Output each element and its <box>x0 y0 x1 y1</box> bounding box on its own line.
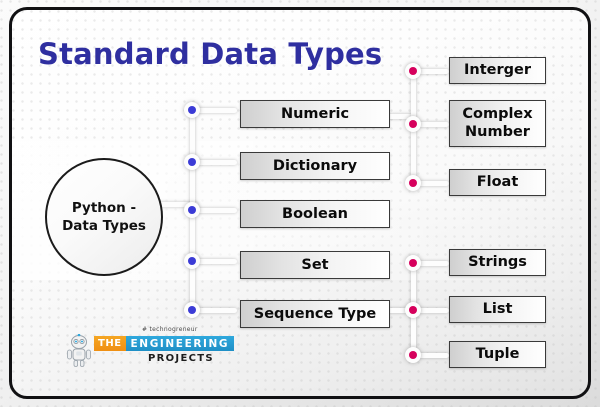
node-box-dictionary[interactable]: Dictionary <box>240 152 390 180</box>
node-dot-interger[interactable] <box>405 63 421 79</box>
connector-stub-sequence <box>193 308 237 313</box>
node-dot-float[interactable] <box>405 175 421 191</box>
node-box-tuple[interactable]: Tuple <box>449 341 546 368</box>
connector-stub-numeric <box>193 108 237 113</box>
node-dot-numeric[interactable] <box>184 102 200 118</box>
connector-root-to-spine <box>150 202 198 207</box>
connector-stub-interger <box>414 69 449 74</box>
robot-mascot-icon <box>67 334 91 367</box>
node-box-set[interactable]: Set <box>240 251 390 279</box>
node-box-complex-number-label: Complex Number <box>462 106 532 140</box>
logo-engineering-badge: ENGINEERING <box>125 336 235 351</box>
connector-stub-boolean <box>193 208 237 213</box>
logo-projects-text: PROJECTS <box>148 353 214 364</box>
connector-stub-complex <box>414 122 449 127</box>
connector-stub-list <box>414 308 449 313</box>
complex-number-line2: Number <box>465 123 530 140</box>
node-box-interger[interactable]: Interger <box>449 57 546 84</box>
node-box-complex-number[interactable]: Complex Number <box>449 100 546 147</box>
root-node-label: Python - Data Types <box>62 199 146 235</box>
slide-frame: Standard Data Types Python - Data Types <box>9 7 591 399</box>
node-box-boolean[interactable]: Boolean <box>240 200 390 228</box>
node-box-numeric[interactable]: Numeric <box>240 100 390 128</box>
connector-stub-set <box>193 259 237 264</box>
logo-tagline: # technogreneur <box>142 326 198 333</box>
node-dot-tuple[interactable] <box>405 347 421 363</box>
logo-the-badge: THE <box>94 336 126 351</box>
logo-wordmark: THE ENGINEERING <box>94 336 235 351</box>
node-dot-dictionary[interactable] <box>184 154 200 170</box>
node-dot-boolean[interactable] <box>184 202 200 218</box>
node-dot-complex-number[interactable] <box>405 116 421 132</box>
connector-stub-tuple <box>414 353 449 358</box>
node-dot-strings[interactable] <box>405 255 421 271</box>
root-node-python-data-types[interactable]: Python - Data Types <box>45 158 163 276</box>
node-dot-set[interactable] <box>184 253 200 269</box>
node-dot-sequence[interactable] <box>184 302 200 318</box>
connector-numeric-to-right-spine <box>386 114 414 119</box>
connector-stub-float <box>414 181 449 186</box>
connector-stub-dictionary <box>193 160 237 165</box>
node-box-sequence-type[interactable]: Sequence Type <box>240 300 390 328</box>
root-node-label-line2: Data Types <box>62 218 146 234</box>
connector-stub-strings <box>414 261 449 266</box>
root-node-label-line1: Python - <box>71 199 137 216</box>
connector-sequence-to-right-spine <box>386 308 414 313</box>
complex-number-line1: Complex <box>462 106 533 123</box>
node-dot-list[interactable] <box>405 302 421 318</box>
page-title: Standard Data Types <box>38 37 383 71</box>
node-box-float[interactable]: Float <box>449 169 546 196</box>
node-box-list[interactable]: List <box>449 296 546 323</box>
node-box-strings[interactable]: Strings <box>449 249 546 276</box>
brand-logo[interactable]: # technogreneur THE ENGINEERING P <box>64 326 235 370</box>
